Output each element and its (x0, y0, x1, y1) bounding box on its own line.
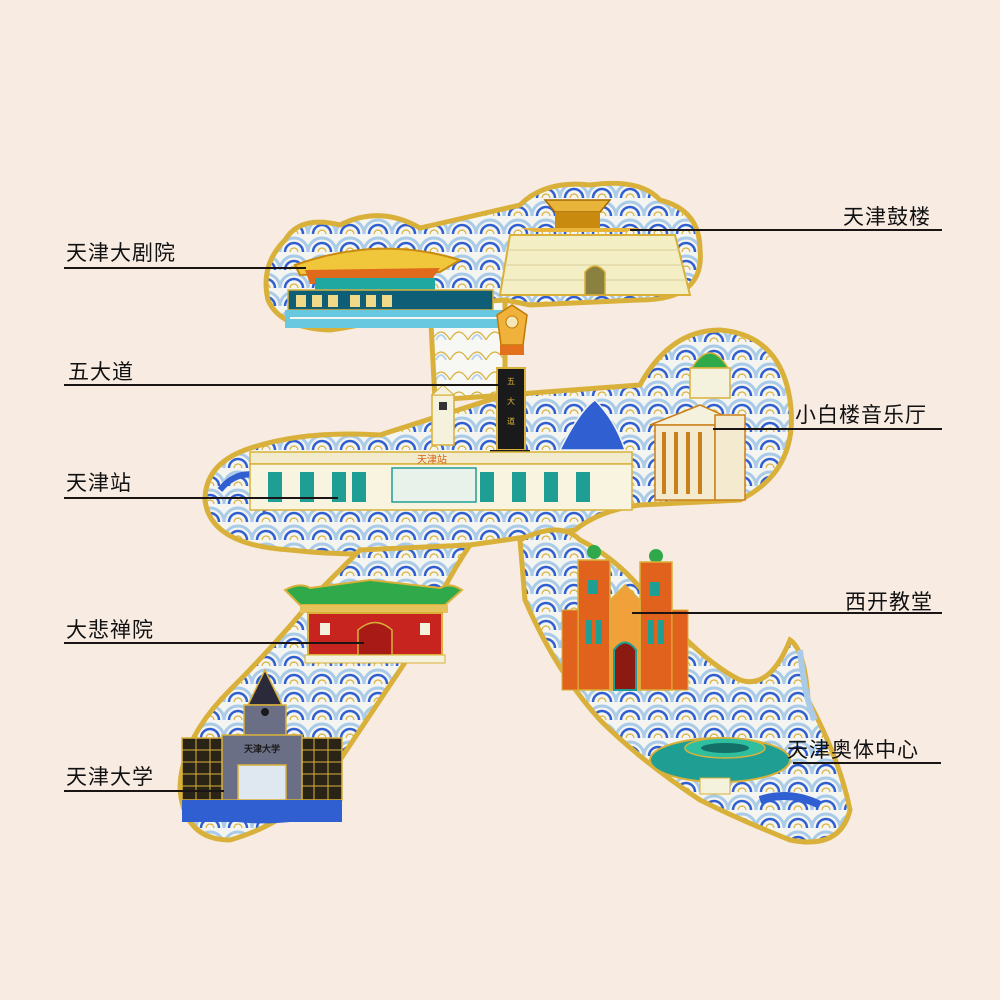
mountain-decor (558, 399, 627, 451)
tianjin-station-building: 天津站 (249, 384, 633, 511)
label-five-avenues: 五大道 (68, 360, 134, 384)
label-tianjin-university: 天津大学 (66, 765, 154, 789)
label-dabei-temple: 大悲禅院 (66, 618, 154, 642)
label-tianjin-station: 天津站 (66, 471, 132, 495)
university-sign: 天津大学 (244, 743, 280, 755)
grand-theatre-building (285, 247, 505, 328)
leader-line-tianjin-station (64, 497, 338, 499)
leader-line-grand-theatre (64, 267, 306, 269)
leader-line-little-white-building (713, 428, 942, 430)
label-grand-theatre: 天津大剧院 (66, 241, 176, 265)
svg-text:道: 道 (507, 416, 515, 426)
tianjin-university-building: 天津大学 (181, 668, 343, 822)
label-drum-tower: 天津鼓楼 (843, 205, 931, 229)
leader-line-five-avenues (64, 384, 500, 386)
label-xikai-church: 西开教堂 (845, 590, 933, 614)
leader-line-dabei-temple (64, 642, 364, 644)
xikai-church-building (561, 545, 689, 691)
label-little-white-building: 小白楼音乐厅 (795, 403, 927, 427)
leader-line-drum-tower (630, 229, 942, 231)
leader-line-tianjin-university (64, 790, 224, 792)
drum-tower-building (498, 199, 692, 296)
five-avenues-sign-1: 五 (507, 377, 515, 386)
leader-line-xikai-church (632, 612, 942, 614)
olympic-center-stadium (649, 737, 822, 809)
leader-line-olympic-center (793, 762, 941, 764)
label-olympic-center: 天津奥体中心 (787, 738, 919, 762)
svg-text:大: 大 (507, 396, 515, 406)
dabei-temple-building (283, 578, 464, 664)
station-sign: 天津站 (417, 453, 447, 466)
